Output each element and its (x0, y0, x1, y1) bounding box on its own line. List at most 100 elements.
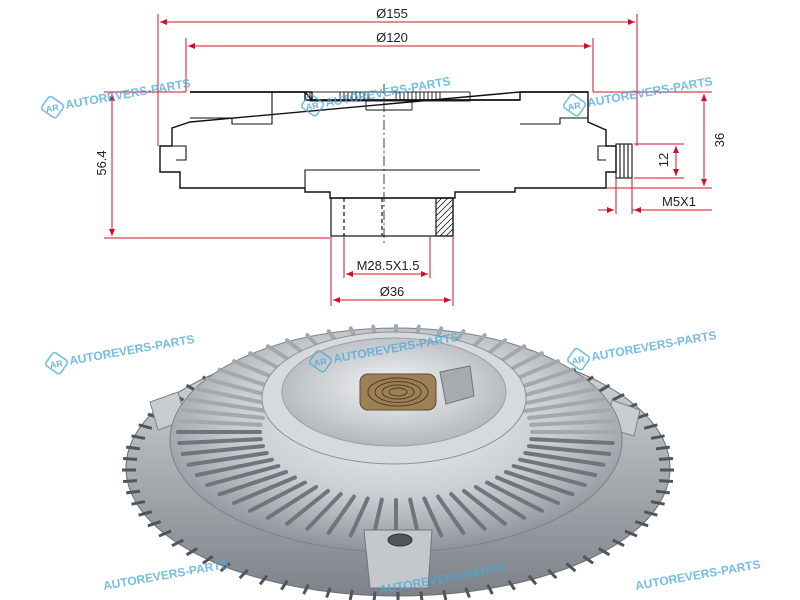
flange-tooth (419, 591, 424, 600)
watermark-1: AR AUTOREVERS-PARTS (40, 76, 192, 119)
dim-inner-diameter: Ø120 (376, 30, 408, 45)
flange-tooth (655, 445, 670, 451)
flange-tooth (171, 538, 185, 548)
cooling-fin (177, 418, 263, 427)
flange-tooth (655, 489, 670, 495)
fan-clutch-photo (122, 324, 674, 600)
cooling-fin (194, 457, 274, 478)
cooling-fin (511, 464, 587, 487)
flange-tooth (611, 392, 625, 402)
flange-tooth (372, 591, 377, 600)
dimension-lines (104, 14, 712, 306)
flange-tooth (634, 520, 649, 528)
flange-tooth (280, 579, 289, 591)
svg-text:AR: AR (45, 102, 60, 114)
svg-text:AUTOREVERS-PARTS: AUTOREVERS-PARTS (64, 76, 191, 112)
cooling-fin (248, 480, 307, 513)
flange-tooth (158, 529, 172, 538)
body-inner-steps (172, 92, 606, 188)
dim-outer-diameter: Ø155 (376, 6, 408, 21)
svg-text:AR: AR (305, 100, 320, 112)
flange-tooth (348, 589, 354, 600)
flange-tooth (325, 587, 332, 599)
cooling-fin (527, 407, 612, 420)
cooling-fin (186, 397, 269, 413)
shaft (330, 197, 454, 237)
dim-shaft-thread: M28.5X1.5 (357, 258, 420, 273)
cooling-fin (518, 386, 598, 407)
svg-text:AUTOREVERS-PARTS: AUTOREVERS-PARTS (102, 557, 229, 593)
flange-tooth (507, 579, 516, 591)
dim-shaft-diameter: Ø36 (380, 284, 405, 299)
cooling-fin (285, 488, 330, 526)
cooling-fin (180, 407, 265, 420)
shaft-hatch (435, 197, 454, 237)
clutch-body-outline (159, 91, 617, 199)
cooling-fin (495, 475, 561, 505)
cooling-fin (529, 437, 615, 446)
flange-tooth (650, 500, 665, 506)
svg-text:AUTOREVERS-PARTS: AUTOREVERS-PARTS (68, 332, 195, 368)
cooling-fin (523, 451, 606, 467)
watermark-7: AUTOREVERS-PARTS (102, 557, 229, 593)
svg-text:AUTOREVERS-PARTS: AUTOREVERS-PARTS (634, 557, 761, 593)
front-boss (363, 529, 433, 589)
watermark-6: AR AUTOREVERS-PARTS (566, 328, 718, 371)
svg-text:AR: AR (49, 358, 64, 370)
flange-tooth (582, 555, 595, 565)
flange-tooth (126, 489, 141, 495)
cooling-fin (485, 480, 544, 513)
flange-tooth (547, 568, 558, 580)
flange-tooth (131, 500, 146, 506)
flange-tooth (138, 423, 153, 430)
flange-tooth (442, 589, 448, 600)
flange-tooth (122, 479, 138, 484)
cooling-fin (305, 492, 343, 531)
dim-stud-height: 12 (656, 153, 671, 167)
watermark-9: AUTOREVERS-PARTS (634, 557, 761, 593)
cooling-fin (326, 494, 356, 535)
flange-tooth (126, 445, 141, 451)
bimetal-spring (359, 365, 475, 411)
flange-tooth (611, 538, 625, 548)
cooling-fin (205, 464, 281, 487)
watermark-4: AR AUTOREVERS-PARTS (44, 332, 196, 375)
cooling-fin (473, 485, 527, 520)
flange-tooth (658, 456, 674, 461)
stud (615, 143, 633, 179)
flange-tooth (219, 562, 231, 573)
dimension-labels: Ø155 Ø120 56.4 36 12 M5X1 M28.5X1.5 Ø36 (94, 6, 727, 299)
flange-tooth (597, 547, 611, 557)
dim-height-right: 36 (712, 133, 727, 147)
cooling-fins (176, 324, 616, 540)
dim-height-total: 56.4 (94, 150, 109, 175)
top-fins-hatch (309, 91, 471, 111)
cooling-fin (194, 386, 274, 407)
flange-tooth (464, 587, 471, 599)
flange-tooth (527, 574, 538, 586)
flange-tooth (643, 510, 658, 517)
cooling-fin (529, 418, 615, 427)
cooling-fin (449, 492, 487, 531)
cooling-fin (217, 469, 288, 497)
svg-text:AR: AR (313, 356, 328, 368)
flange-tooth (258, 574, 269, 586)
dim-stud-thread: M5X1 (662, 194, 696, 209)
flange-tooth (147, 520, 162, 528)
cooling-fin (180, 444, 265, 457)
cooling-fin (462, 488, 507, 526)
flange-tooth (131, 434, 146, 440)
cooling-fin (523, 397, 606, 413)
cooling-fin (265, 485, 319, 520)
cooling-fin (186, 451, 269, 467)
cooling-fin (231, 475, 297, 505)
flange-tooth (138, 510, 153, 517)
flange-tooth (122, 456, 138, 461)
svg-text:AUTOREVERS-PARTS: AUTOREVERS-PARTS (590, 328, 717, 364)
cooling-fin (422, 496, 444, 538)
flange-tooth (624, 529, 638, 538)
flange-tooth (486, 583, 494, 595)
cooling-fin (504, 469, 575, 497)
watermark-3: AR AUTOREVERS-PARTS (562, 74, 714, 117)
